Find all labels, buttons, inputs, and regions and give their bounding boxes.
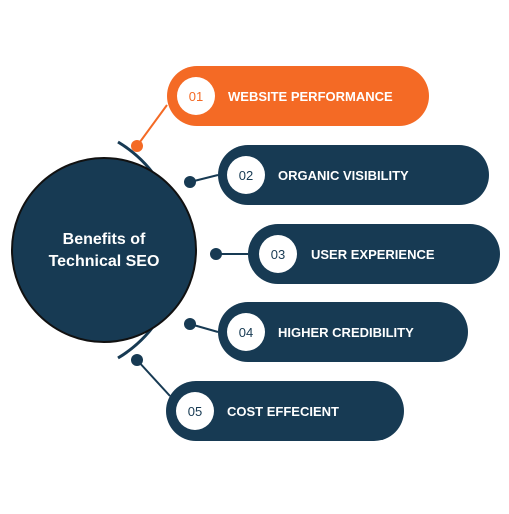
connector-dot-2 xyxy=(184,176,196,188)
benefit-pill-3 xyxy=(248,224,500,284)
benefit-number-badge-2 xyxy=(227,156,265,194)
benefit-item-2: 02 ORGANIC VISIBILITY xyxy=(184,145,489,205)
benefit-item-5: 05 COST EFFECIENT xyxy=(131,354,404,441)
center-title-line2: Technical SEO xyxy=(49,253,160,270)
benefit-item-1: 01 WEBSITE PERFORMANCE xyxy=(131,66,429,152)
connector-dot-4 xyxy=(184,318,196,330)
benefit-number-2: 02 xyxy=(239,168,253,183)
benefit-pill-5 xyxy=(166,381,404,441)
benefit-number-3: 03 xyxy=(271,247,285,262)
benefit-label-3: USER EXPERIENCE xyxy=(311,247,435,262)
benefit-pill-1 xyxy=(167,66,429,126)
benefit-pill-4 xyxy=(218,302,468,362)
benefit-number-badge-4 xyxy=(227,313,265,351)
benefit-number-badge-3 xyxy=(259,235,297,273)
center-circle xyxy=(11,157,197,343)
connector-dot-3 xyxy=(210,248,222,260)
benefit-number-1: 01 xyxy=(189,89,203,104)
benefit-number-4: 04 xyxy=(239,325,253,340)
benefit-number-5: 05 xyxy=(188,404,202,419)
benefit-label-1: WEBSITE PERFORMANCE xyxy=(228,89,393,104)
benefit-item-3: 03 USER EXPERIENCE xyxy=(210,224,500,284)
connector-line-1 xyxy=(136,104,168,147)
connector-dot-1 xyxy=(131,140,143,152)
connector-line-5 xyxy=(136,359,171,397)
benefit-number-badge-1 xyxy=(177,77,215,115)
center-title-line1: Benefits of xyxy=(63,231,146,248)
benefit-label-5: COST EFFECIENT xyxy=(227,404,339,419)
connector-dot-5 xyxy=(131,354,143,366)
benefit-pill-2 xyxy=(218,145,489,205)
benefit-number-badge-5 xyxy=(176,392,214,430)
benefit-label-4: HIGHER CREDIBILITY xyxy=(278,325,414,340)
benefit-item-4: 04 HIGHER CREDIBILITY xyxy=(184,302,468,362)
benefit-label-2: ORGANIC VISIBILITY xyxy=(278,168,409,183)
